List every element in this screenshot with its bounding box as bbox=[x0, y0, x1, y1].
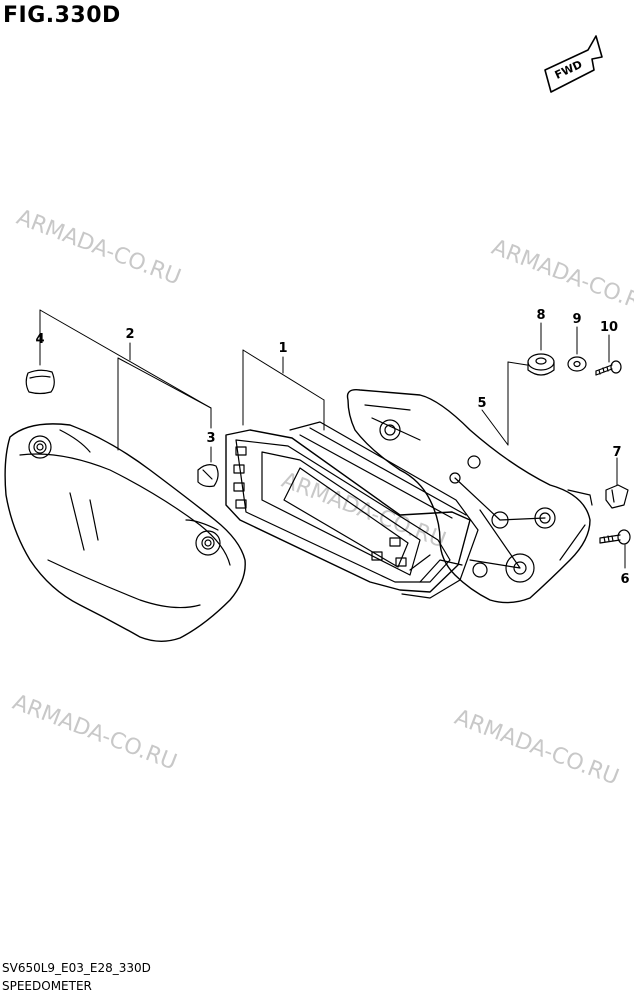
callout-1: 1 bbox=[278, 341, 287, 356]
callout-3: 3 bbox=[206, 431, 215, 446]
cushion-part bbox=[197, 464, 219, 488]
section-name: SPEEDOMETER bbox=[2, 979, 92, 993]
callout-6: 6 bbox=[620, 572, 629, 587]
fwd-arrow-icon bbox=[544, 35, 603, 93]
washer-part bbox=[567, 356, 587, 372]
model-code: SV650L9_E03_E28_330D bbox=[2, 961, 151, 975]
meter-cover-part bbox=[4, 423, 246, 642]
rear-case-part bbox=[346, 389, 593, 604]
callout-8: 8 bbox=[536, 308, 545, 323]
cap-part bbox=[25, 369, 55, 395]
clip-nut-part bbox=[605, 484, 629, 509]
callout-9: 9 bbox=[572, 312, 581, 327]
callout-7: 7 bbox=[612, 445, 621, 460]
callout-4: 4 bbox=[35, 332, 44, 347]
grommet-part bbox=[527, 353, 555, 376]
speedometer-assembly-part bbox=[225, 421, 479, 599]
screw-part bbox=[595, 360, 622, 376]
figure-title: FIG.330D bbox=[3, 3, 121, 28]
leader-lines bbox=[39, 309, 626, 569]
callout-5: 5 bbox=[477, 396, 486, 411]
callout-2: 2 bbox=[125, 327, 134, 342]
callout-10: 10 bbox=[600, 320, 618, 335]
screw-part bbox=[599, 529, 631, 545]
